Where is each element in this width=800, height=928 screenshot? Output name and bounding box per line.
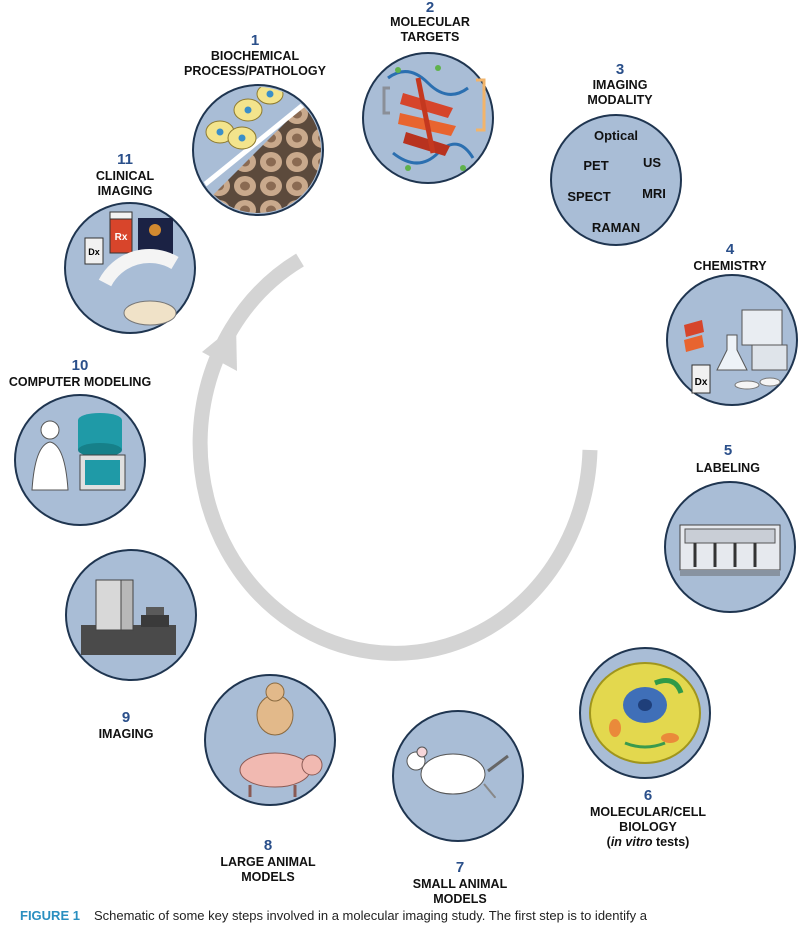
synthesis-module-icon bbox=[679, 524, 781, 576]
step-labels: 1 BIOCHEMICAL PROCESS/PATHOLOGY 2 MOLECU… bbox=[9, 0, 767, 906]
computer-icon bbox=[31, 413, 126, 491]
clinical-icon: Rx Dx bbox=[84, 211, 179, 326]
step-7-circle bbox=[392, 710, 524, 842]
caption-text: Schematic of some key steps involved in … bbox=[93, 908, 647, 923]
step-label: CHEMISTRY bbox=[693, 259, 767, 273]
step-number: 9 bbox=[122, 709, 130, 726]
modality-pet: PET bbox=[583, 158, 608, 173]
step-label: SMALL ANIMAL bbox=[413, 877, 508, 891]
step-4-circle: Dx bbox=[666, 274, 798, 406]
cells-icon bbox=[195, 87, 321, 213]
step-label: MOLECULAR/CELL bbox=[590, 805, 706, 819]
modality-optical: Optical bbox=[594, 128, 638, 143]
dx-label: Dx bbox=[695, 377, 708, 388]
step-label-extra: (in vitro tests) bbox=[607, 835, 690, 849]
lab-equipment-icon: Dx bbox=[684, 309, 788, 394]
step-label: MODELS bbox=[241, 870, 294, 884]
protein-icon bbox=[382, 65, 486, 171]
mouse-icon bbox=[406, 746, 509, 799]
step-label: IMAGING bbox=[99, 727, 154, 741]
step-6-circle bbox=[579, 647, 711, 779]
step-number: 3 bbox=[616, 61, 624, 78]
step-1-circle bbox=[192, 84, 324, 216]
figure-label: FIGURE 1 bbox=[20, 908, 80, 923]
step-number: 1 bbox=[251, 32, 259, 49]
cycle-arrow bbox=[192, 253, 598, 661]
animals-icon bbox=[239, 682, 323, 797]
step-number: 11 bbox=[117, 151, 133, 168]
dx-label-clinical: Dx bbox=[88, 247, 100, 257]
step-number: 4 bbox=[726, 241, 735, 258]
step-8-circle bbox=[204, 674, 336, 806]
step-label: PROCESS/PATHOLOGY bbox=[184, 64, 327, 78]
step-5-circle bbox=[664, 481, 796, 613]
step-label: CLINICAL bbox=[96, 169, 155, 183]
step-label: IMAGING bbox=[593, 78, 648, 92]
modality-spect: SPECT bbox=[567, 189, 610, 204]
step-label: MOLECULAR bbox=[390, 15, 470, 29]
step-9-circle bbox=[65, 549, 197, 681]
step-2-circle bbox=[362, 52, 494, 184]
modality-us: US bbox=[643, 155, 661, 170]
figure-caption: FIGURE 1 Schematic of some key steps invo… bbox=[20, 908, 800, 928]
cell-icon bbox=[589, 662, 701, 764]
scanner-icon bbox=[81, 579, 176, 655]
step-label: MODELS bbox=[433, 892, 486, 906]
step-label: MODALITY bbox=[587, 93, 653, 107]
step-label: COMPUTER MODELING bbox=[9, 375, 151, 389]
step-number: 8 bbox=[264, 837, 272, 854]
step-number: 5 bbox=[724, 442, 732, 459]
step-number: 6 bbox=[644, 787, 652, 804]
step-label: IMAGING bbox=[98, 184, 153, 198]
step-label: LABELING bbox=[696, 461, 760, 475]
step-10-circle bbox=[14, 394, 146, 526]
step-label: BIOCHEMICAL bbox=[211, 49, 300, 63]
step-label: BIOLOGY bbox=[619, 820, 677, 834]
step-number: 10 bbox=[72, 357, 89, 374]
step-label: TARGETS bbox=[401, 30, 460, 44]
step-number: 7 bbox=[456, 859, 464, 876]
modality-raman: RAMAN bbox=[592, 220, 640, 235]
step-11-circle: Rx Dx bbox=[64, 202, 196, 334]
step-3-circle: Optical PET US SPECT MRI RAMAN bbox=[550, 114, 682, 246]
step-label: LARGE ANIMAL bbox=[220, 855, 316, 869]
rx-label: Rx bbox=[115, 232, 128, 243]
modality-mri: MRI bbox=[642, 186, 666, 201]
step-number: 2 bbox=[426, 0, 434, 16]
